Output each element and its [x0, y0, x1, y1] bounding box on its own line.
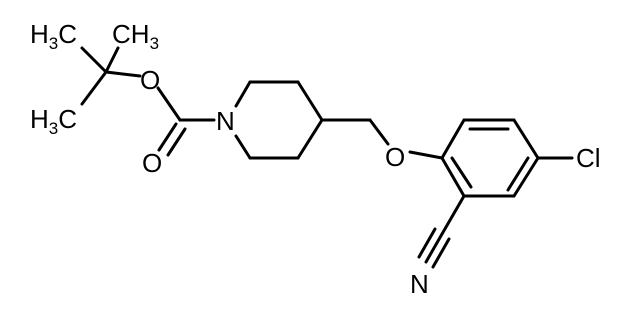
ester-oxygen-label: O: [140, 65, 160, 95]
bond-carbonyl-double-b: [166, 127, 187, 157]
nitrile-nitrogen-label: N: [410, 269, 429, 299]
bond-nitrile-triple-c: [431, 237, 451, 269]
bond-ar1-to-ar2: [440, 118, 466, 160]
methyl-bottom-label: H3C: [30, 104, 77, 138]
methyl-top-label: H3C: [30, 19, 77, 53]
bond-ester-oxygen-to-carbonyl-carbon: [156, 86, 182, 122]
bond-ar6-to-ar1: [440, 156, 466, 198]
bond-quaternary-to-methyl-bottom: [80, 70, 108, 106]
bond-ar6-to-ar1-inner: [450, 156, 473, 189]
bond-ar4-to-ar5-inner: [506, 156, 530, 192]
methyl-top-right-label: CH3: [112, 19, 159, 53]
benzene-ring: [440, 118, 540, 198]
bond-carbonyl-double-a: [157, 122, 178, 152]
bond-c6-to-n: [234, 134, 252, 160]
bond-ar4-to-ar5: [512, 156, 540, 198]
piperidine-nitrogen-label: N: [216, 106, 235, 136]
bond-ether-oxygen-to-aryl: [408, 150, 444, 160]
bond-methylene-to-ether-oxygen: [368, 118, 390, 146]
bond-nitrile-triple-a: [424, 232, 444, 264]
bond-n-to-c2: [234, 80, 252, 108]
bond-quaternary-to-methyl-top-right: [104, 46, 120, 74]
bond-c4-to-c5: [296, 118, 324, 160]
bond-c3-to-c4: [296, 80, 324, 122]
tert-butyl-group: [80, 46, 142, 106]
carbonyl-oxygen-label: O: [142, 148, 162, 178]
bond-quaternary-to-ester-oxygen: [104, 70, 142, 78]
aryl-substituents: [417, 156, 574, 269]
chlorine-label: Cl: [576, 143, 601, 173]
carbamate-group: [156, 86, 216, 157]
piperidine-ring: [234, 80, 324, 160]
ether-oxygen-label: O: [385, 142, 405, 172]
bond-aryl-to-nitrile-carbon: [440, 194, 466, 236]
bond-nitrile-triple-b: [417, 227, 437, 259]
bond-quaternary-to-methyl-top: [80, 46, 108, 74]
bond-ar3-to-ar4: [512, 118, 540, 160]
methyleneoxy-linker: [320, 118, 444, 160]
